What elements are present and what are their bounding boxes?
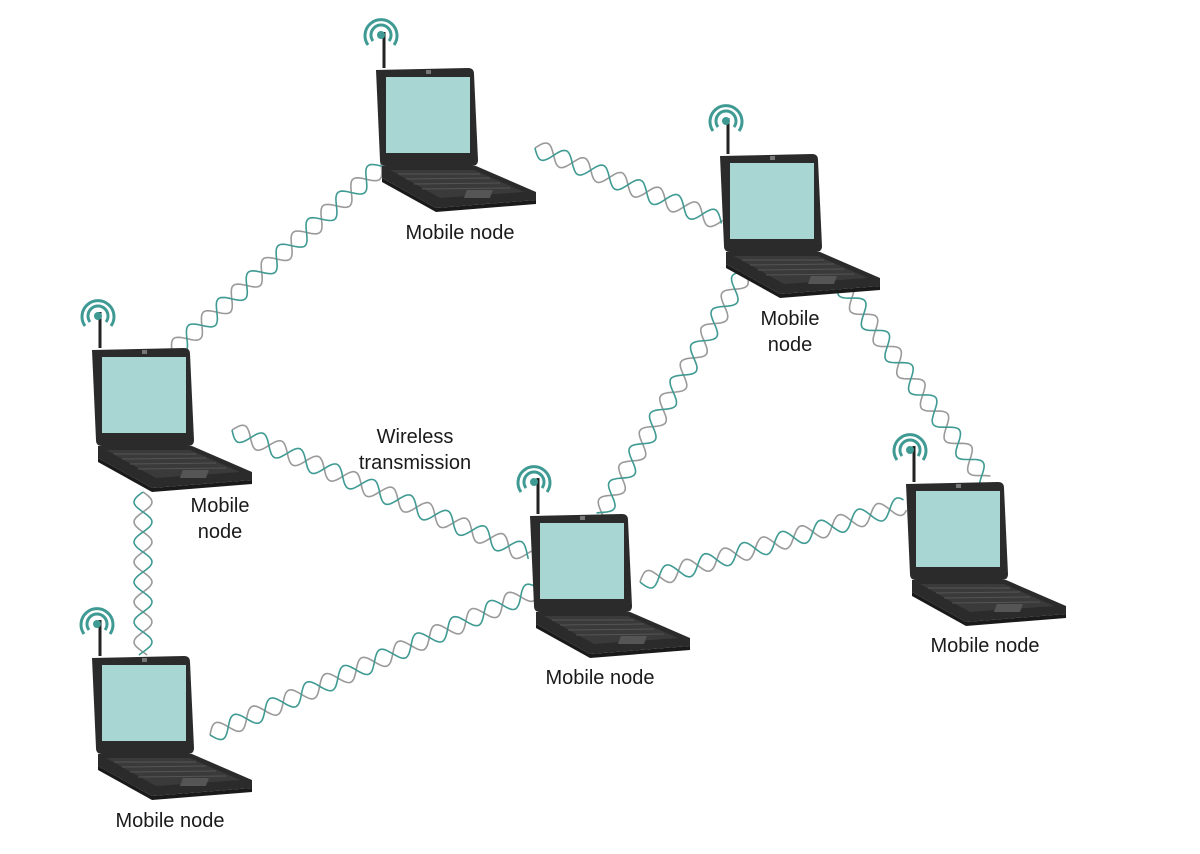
wireless-link-node-right-top-to-center [596,271,749,518]
wave-strand [597,271,749,518]
wave-strand [209,583,535,741]
wireless-link-node-bottom-left-to-center [209,583,539,741]
node-label-line1: Mobile [760,308,820,330]
wifi-signal-icon [708,104,744,133]
wave-strand [133,491,153,656]
wifi-signal-icon [892,433,928,462]
wave-strand [133,491,153,656]
wave-strand [231,424,533,560]
annotation-line2: transmission [358,452,472,474]
wifi-signal-icon [516,465,552,494]
laptop-node-bottom-left [79,607,254,802]
wireless-links [133,142,991,741]
wave-strand [596,271,746,514]
node-label-left-mid: Mobile node [165,493,275,545]
wifi-signal-icon [80,299,116,328]
node-label-top: Mobile node [405,222,515,244]
wave-strand [840,281,991,477]
wireless-link-node-left-mid-to-center [231,424,533,560]
wave-strand [170,153,383,353]
laptop-node-right [892,433,1068,628]
wireless-link-node-left-mid-to-bottom-left [133,491,153,656]
wave-strand [836,281,986,485]
laptop-node-left-mid [80,299,254,494]
laptop-node-center [516,465,692,660]
wave-strand [534,147,723,224]
wireless-link-node-center-to-right [639,497,908,589]
wave-strand [171,163,395,355]
wireless-link-node-top-to-left-mid [170,153,395,355]
annotation-line1: Wireless [376,426,454,448]
wifi-signal-icon [363,18,399,47]
node-label-bottom-left: Mobile node [115,810,225,832]
wifi-signal-icon [79,607,115,636]
wave-strand [209,591,539,736]
wave-strand [534,142,724,228]
node-label-center: Mobile node [545,667,655,689]
laptop-node-top [363,18,538,214]
wave-strand [639,502,908,584]
node-label-line1: Mobile [190,495,250,517]
node-label-line2: node [767,334,813,356]
node-label-line2: node [197,521,243,543]
wireless-link-node-right-top-to-right [836,281,991,485]
wave-strand [639,497,904,589]
node-label-right: Mobile node [930,635,1040,657]
wireless-transmission-annotation: Wireless transmission [340,424,490,476]
wireless-link-node-top-to-right-top [534,142,724,228]
node-label-right-top: Mobile node [735,306,845,358]
wave-strand [231,429,530,560]
laptop-node-right-top [708,104,882,300]
